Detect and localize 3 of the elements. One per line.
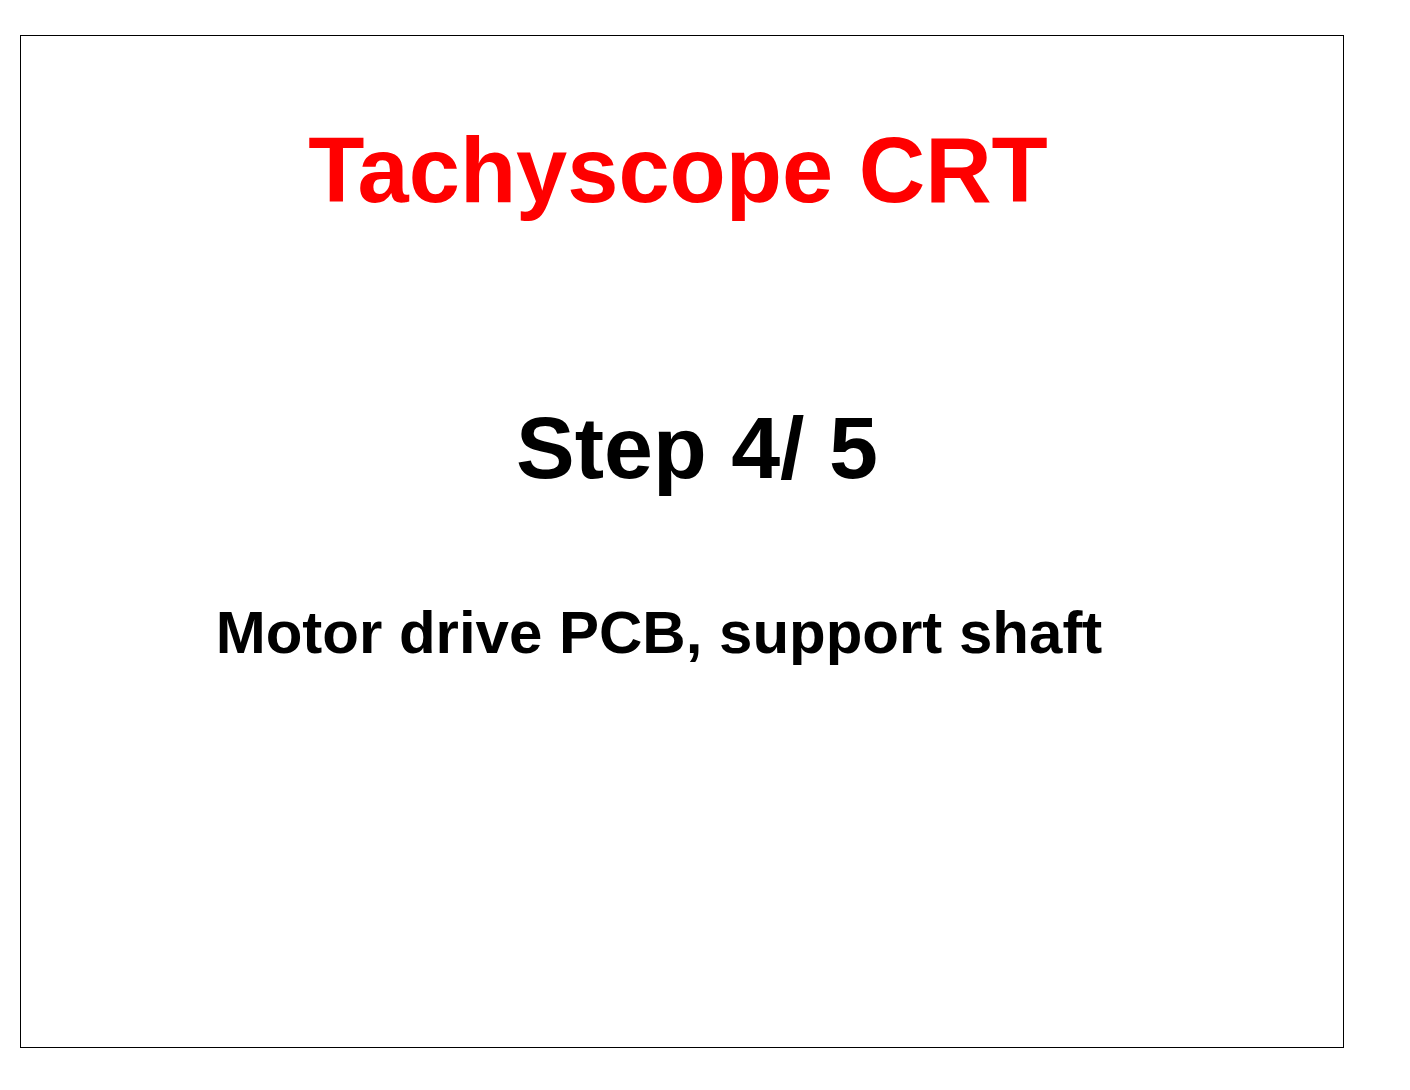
- subtitle: Motor drive PCB, support shaft: [215, 600, 1103, 666]
- step-heading: Step 4/ 5: [516, 400, 878, 497]
- title: Tachyscope CRT: [308, 120, 1048, 222]
